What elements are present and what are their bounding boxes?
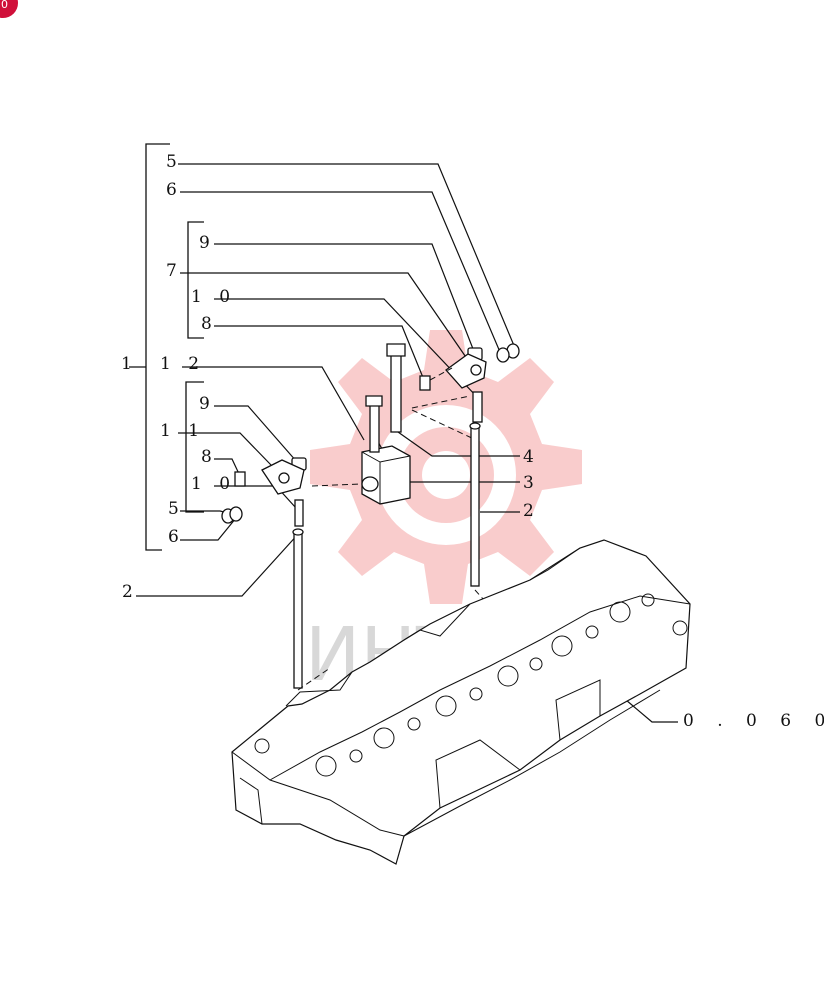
callout-5-low: 5	[168, 499, 185, 519]
cylinder-head	[231, 539, 691, 865]
bracket-group-1	[145, 143, 170, 551]
callout-11: 1 1	[160, 421, 205, 441]
cylinder-head-ports	[254, 593, 688, 777]
callout-10-top: 1 0	[191, 287, 236, 307]
rocker-support-block	[311, 395, 411, 505]
corner-badge[interactable]: 0	[0, 0, 18, 18]
bracket-group-7	[187, 221, 204, 339]
callout-1: 1	[121, 354, 138, 374]
callout-6-top: 6	[166, 180, 183, 200]
callout-7: 7	[166, 261, 183, 281]
section-reference: 0 . 0 6 0	[683, 711, 824, 731]
callout-2-right: 2	[523, 501, 540, 521]
callout-6-low: 6	[168, 527, 185, 547]
callout-8-top: 8	[201, 314, 218, 334]
callout-9-top: 9	[199, 233, 216, 253]
bracket-group-11	[185, 381, 204, 513]
callout-4: 4	[523, 447, 540, 467]
lower-rocker-assembly	[221, 457, 307, 527]
callout-5-top: 5	[166, 152, 183, 172]
corner-badge-text: 0	[1, 0, 8, 11]
push-rods	[292, 422, 501, 691]
callout-8-low: 8	[201, 447, 218, 467]
upper-rocker-assembly	[386, 343, 520, 441]
callout-9-low: 9	[199, 394, 216, 414]
leader-lines	[129, 163, 678, 723]
watermark-gear-logo	[310, 330, 582, 604]
callout-2-left: 2	[122, 582, 139, 602]
callout-3: 3	[523, 473, 540, 493]
callout-10-low: 1 0	[191, 474, 236, 494]
callout-12: 1 2	[160, 354, 205, 374]
